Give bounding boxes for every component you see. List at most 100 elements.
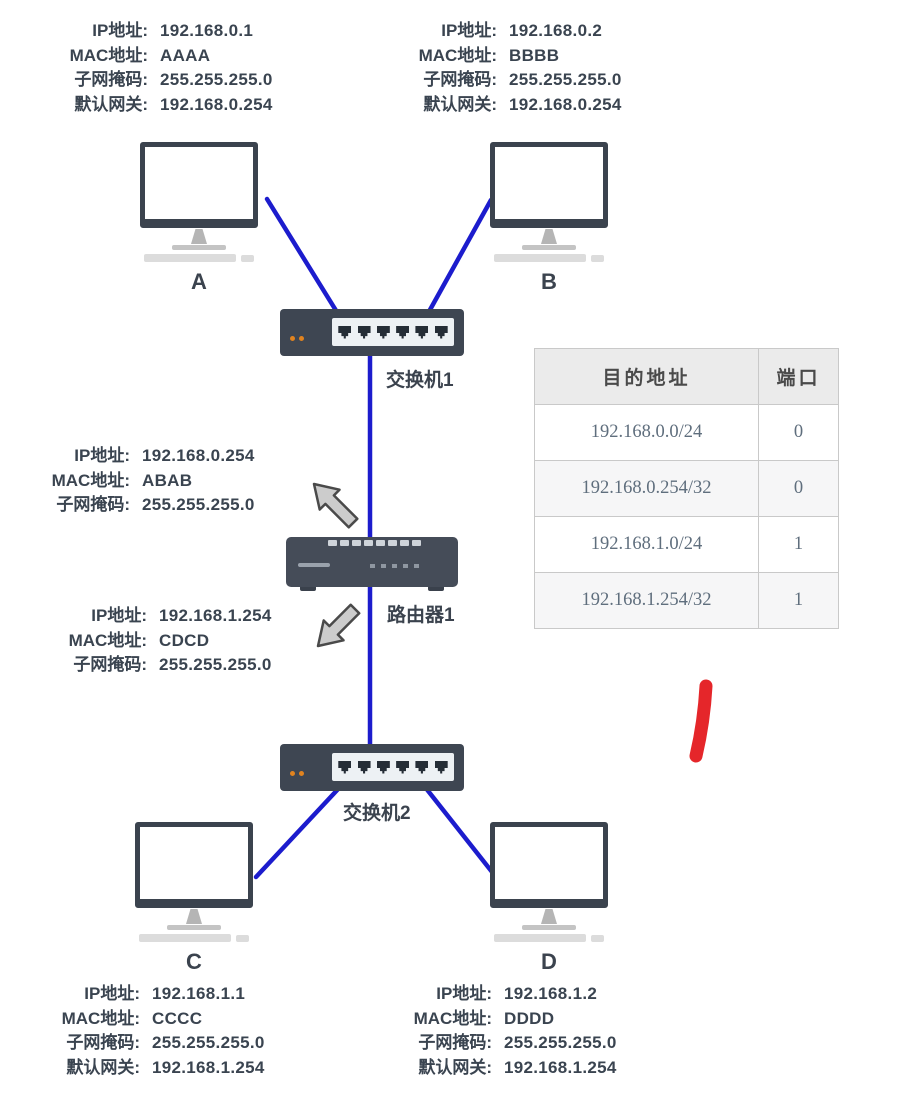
desktop-computer-icon	[135, 822, 253, 908]
field-value: 192.168.0.2	[509, 21, 603, 40]
field-label: MAC地址:	[69, 45, 148, 65]
vent-dot	[414, 564, 419, 568]
field-label: 子网掩码:	[56, 495, 130, 514]
pc-a-info-block: IP地址:192.168.0.1 MAC地址:AAAA 子网掩码:255.255…	[48, 19, 273, 117]
table-header-row: 目的地址 端口	[534, 348, 839, 405]
desktop-computer-icon	[140, 142, 258, 228]
field-value: CDCD	[159, 630, 210, 650]
field-label: MAC地址:	[68, 630, 147, 650]
monitor-stand	[541, 229, 557, 244]
ethernet-port-icon	[338, 325, 352, 339]
field-label: 子网掩码:	[418, 1033, 492, 1052]
vent-dot	[392, 564, 397, 568]
router-port-row	[328, 540, 421, 546]
vent-dot	[403, 564, 408, 568]
ethernet-port-icon	[357, 325, 371, 339]
field-value: AAAA	[160, 45, 211, 65]
port-cell: 0	[758, 460, 839, 517]
monitor-base	[522, 925, 576, 930]
destination-cell: 192.168.1.0/24	[534, 516, 759, 573]
mouse-icon	[241, 254, 254, 262]
router-foot	[300, 587, 316, 591]
field-value: 255.255.255.0	[504, 1033, 617, 1052]
monitor-stand	[186, 909, 202, 924]
keyboard-icon	[139, 934, 231, 942]
destination-cell: 192.168.1.254/32	[534, 572, 759, 629]
mouse-icon	[591, 254, 604, 262]
pc-b: B	[489, 142, 609, 295]
field-label: 默认网关:	[423, 94, 497, 114]
switch2-label: 交换机2	[343, 803, 411, 824]
port-cell: 1	[758, 572, 839, 629]
field-label: MAC地址:	[51, 470, 130, 490]
ethernet-port-icon	[415, 325, 429, 339]
field-label: 子网掩码:	[73, 655, 147, 674]
field-value: 192.168.1.254	[504, 1057, 617, 1077]
pc-d-info-block: IP地址:192.168.1.2 MAC地址:DDDD 子网掩码:255.255…	[392, 982, 617, 1080]
router-interface0-info-block: IP地址:192.168.0.254 MAC地址:ABAB 子网掩码:255.2…	[30, 444, 255, 518]
field-value: 255.255.255.0	[142, 495, 255, 514]
router-vent-dots	[370, 564, 419, 568]
led-indicator	[290, 336, 295, 341]
keyboard-icon	[144, 254, 236, 262]
field-label: IP地址:	[84, 984, 140, 1003]
link-pcB-switch1	[423, 197, 494, 320]
ethernet-port-icon	[434, 760, 448, 774]
port-icon	[328, 540, 337, 546]
table-row: 192.168.0.0/24 0	[534, 404, 839, 461]
pc-c-info-block: IP地址:192.168.1.1 MAC地址:CCCC 子网掩码:255.255…	[40, 982, 265, 1080]
pc-a: A	[139, 142, 259, 295]
monitor-base	[167, 925, 221, 930]
port-icon	[412, 540, 421, 546]
port-icon	[340, 540, 349, 546]
table-row: 192.168.1.0/24 1	[534, 516, 839, 573]
field-value: 192.168.0.254	[509, 94, 622, 114]
keyboard-icon	[494, 254, 586, 262]
field-label: IP地址:	[91, 606, 147, 625]
switch-port-panel	[332, 753, 454, 781]
ethernet-port-icon	[338, 760, 352, 774]
switch-port-panel	[332, 318, 454, 346]
router-detail-stripe	[298, 563, 330, 567]
router1-device	[286, 537, 458, 591]
led-indicator	[299, 771, 304, 776]
pc-c: C	[134, 822, 254, 975]
mouse-icon	[236, 934, 249, 942]
port-icon	[364, 540, 373, 546]
field-value: 192.168.1.1	[152, 984, 246, 1003]
pc-b-info-block: IP地址:192.168.0.2 MAC地址:BBBB 子网掩码:255.255…	[397, 19, 622, 117]
ethernet-port-icon	[376, 760, 390, 774]
port-icon	[376, 540, 385, 546]
field-value: 192.168.1.2	[504, 984, 598, 1003]
ethernet-port-icon	[376, 325, 390, 339]
field-value: 192.168.0.254	[142, 446, 255, 465]
port-icon	[388, 540, 397, 546]
mouse-icon	[591, 934, 604, 942]
field-label: 默认网关:	[66, 1057, 140, 1077]
field-label: IP地址:	[74, 446, 130, 465]
keyboard-icon	[494, 934, 586, 942]
monitor-base	[522, 245, 576, 250]
red-pen-stroke-mark	[689, 679, 713, 763]
port-cell: 0	[758, 404, 839, 461]
field-label: 子网掩码:	[423, 70, 497, 89]
destination-cell: 192.168.0.254/32	[534, 460, 759, 517]
field-label: MAC地址:	[418, 45, 497, 65]
column-header-port: 端口	[758, 348, 839, 405]
desktop-computer-icon	[490, 822, 608, 908]
switch1-device	[280, 309, 464, 356]
field-label: IP地址:	[441, 21, 497, 40]
field-label: 子网掩码:	[74, 70, 148, 89]
field-value: 255.255.255.0	[159, 655, 272, 674]
router1-label: 路由器1	[387, 605, 455, 626]
led-indicator	[290, 771, 295, 776]
port-icon	[400, 540, 409, 546]
led-indicator	[299, 336, 304, 341]
field-label: 子网掩码:	[66, 1033, 140, 1052]
switch1-label: 交换机1	[386, 370, 454, 391]
pc-d-label: D	[541, 949, 557, 974]
field-value: DDDD	[504, 1008, 555, 1028]
arrow-down-left-icon	[316, 603, 361, 648]
field-label: 默认网关:	[418, 1057, 492, 1077]
